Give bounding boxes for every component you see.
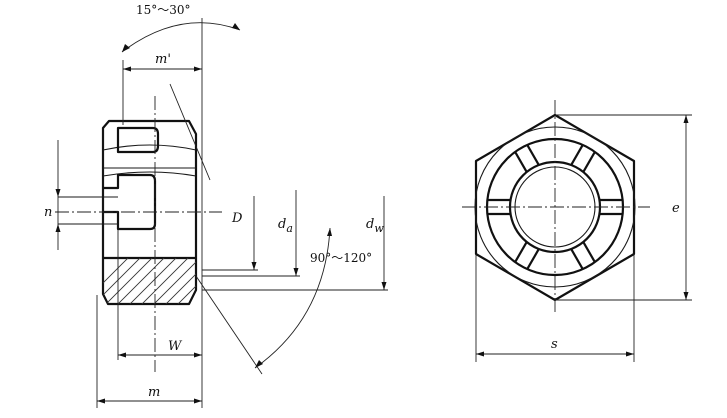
angle-leader-top (169, 83, 211, 181)
nut-side-outline (101, 119, 198, 306)
label-m: m (148, 385, 160, 400)
angle-arc-top (121, 22, 241, 53)
chamfer-arc-mid (102, 171, 197, 177)
label-D: D (231, 211, 243, 226)
angle-leader-bottom (195, 275, 263, 375)
slot-lower (103, 173, 157, 231)
label-e: e (672, 201, 680, 216)
label-da: da (278, 217, 293, 235)
label-n: n (44, 205, 52, 220)
slot-upper (116, 126, 160, 154)
label-m-prime: m' (155, 52, 171, 67)
label-W: W (168, 339, 183, 354)
label-angle-top: 15°～30° (136, 3, 191, 17)
crown-slots (487, 144, 623, 270)
chamfer-arc-top (102, 144, 197, 151)
label-dw: dw (366, 217, 384, 235)
label-s: s (551, 337, 558, 352)
side-view: m' 15°～30° n D da 90°～120° dw (44, 3, 388, 408)
top-view: e s (462, 100, 692, 362)
label-angle-bottom: 90°～120° (310, 251, 372, 265)
section-hatching (103, 258, 196, 304)
angle-arc-bottom (254, 227, 331, 369)
